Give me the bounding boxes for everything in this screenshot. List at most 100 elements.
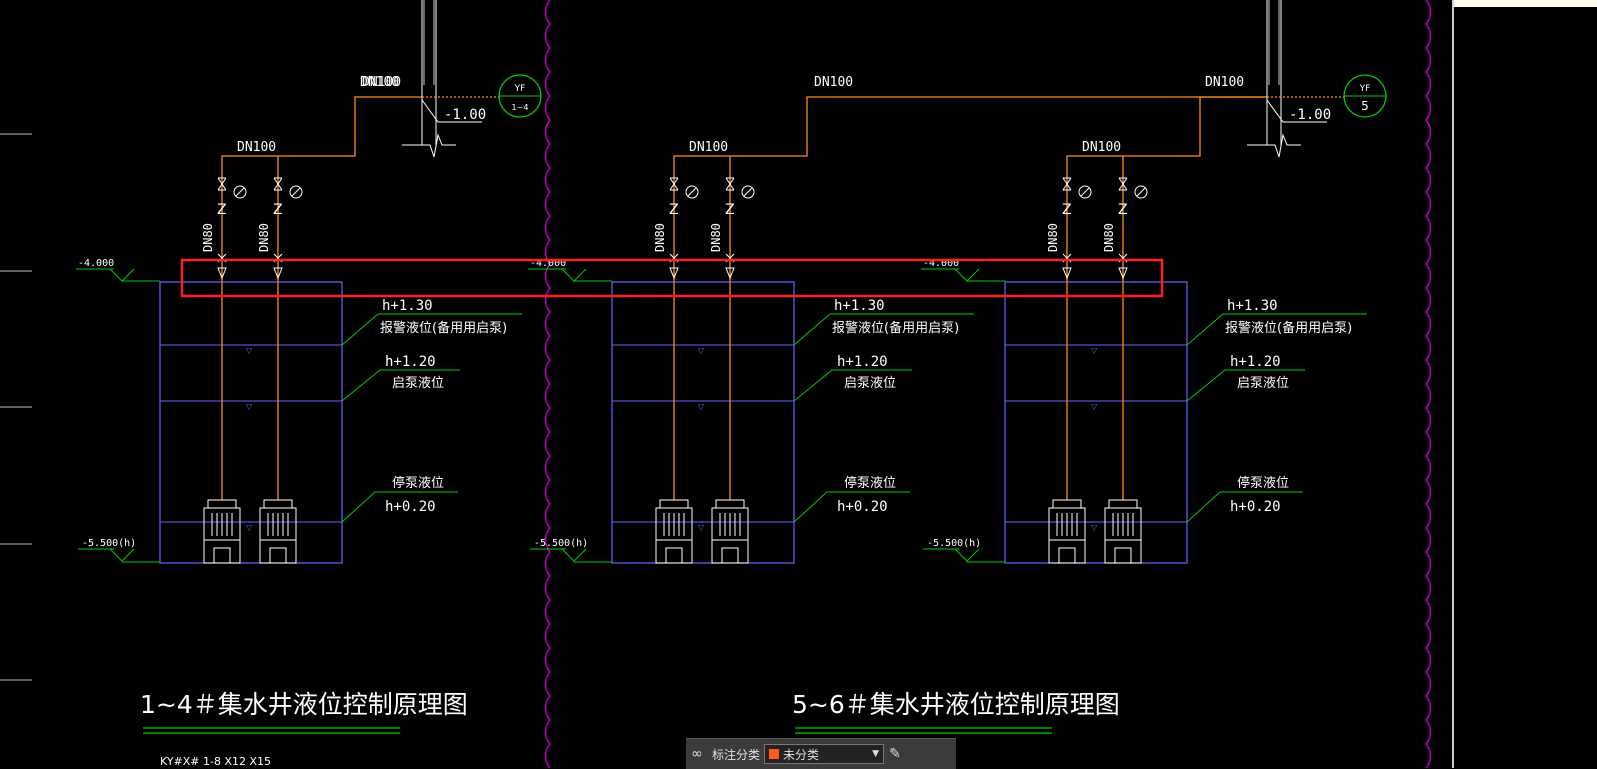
elevation-marker-icon	[561, 548, 587, 562]
edit-icon[interactable]: ✎	[889, 746, 901, 762]
gate-valve-icon	[217, 177, 227, 191]
stop-level-leader	[341, 491, 458, 523]
riser-label-right: DN80	[709, 223, 723, 252]
sump-tank-outline	[1004, 281, 1188, 564]
water-level-mark: ▽	[246, 346, 253, 355]
riser-label-right: DN80	[1102, 223, 1116, 252]
diagram-subtitle-1: KY#X# 1-8 X12 X15	[160, 755, 271, 768]
alarm-level-text: 报警液位(备用用启泵)	[832, 320, 959, 336]
check-valve-icon: Z	[1062, 202, 1072, 218]
highlight-box	[180, 258, 1164, 298]
flexible-joint-icon	[669, 267, 679, 280]
flexible-joint-icon	[273, 267, 283, 280]
gauge-needle	[291, 187, 301, 197]
pressure-gauge-icon	[1134, 185, 1148, 199]
annotation-toolbar: ∞ 标注分类 未分类 ▼ ✎	[686, 738, 956, 769]
stop-level-value: h+0.20	[1230, 499, 1281, 515]
water-level-mark: ▽	[1091, 346, 1098, 355]
water-level-mark: ▽	[698, 402, 705, 411]
water-level-mark: ▽	[246, 523, 253, 532]
gate-valve-icon	[273, 177, 283, 191]
annotation-category-label: 标注分类	[712, 747, 761, 762]
stop-level-text: 停泵液位	[392, 475, 444, 491]
alarm-level-text: 报警液位(备用用启泵)	[380, 320, 507, 336]
diagram-title-1: 1~4＃集水井液位控制原理图	[140, 690, 468, 719]
stop-level-text: 停泵液位	[1237, 475, 1289, 491]
gauge-needle	[1136, 187, 1146, 197]
yf-tag-bottom: 5	[1361, 99, 1369, 113]
elevation-bottom-label: -5.500(h)	[534, 538, 588, 549]
submersible-pump-icon	[655, 499, 693, 564]
start-level-leader	[1186, 369, 1305, 402]
alarm-level-leader	[793, 313, 974, 346]
stop-level-leader	[793, 491, 910, 523]
elevation-bottom-label: -5.500(h)	[82, 538, 136, 549]
water-level-mark: ▽	[1091, 523, 1098, 532]
start-level-leader	[793, 369, 912, 402]
riser-label-left: DN80	[201, 223, 215, 252]
start-level-leader	[341, 369, 460, 402]
sump-tank-outline	[611, 281, 795, 564]
elevation-marker-icon	[954, 548, 980, 562]
annotation-category-select[interactable]: 未分类 ▼	[764, 744, 885, 764]
building-wall	[1247, 0, 1327, 158]
check-valve-icon: Z	[217, 202, 227, 218]
yf-tag-top: YF	[1359, 84, 1371, 94]
yf-tag-top: YF	[514, 84, 526, 94]
gauge-needle	[1080, 187, 1090, 197]
sump-tank-outline	[159, 281, 343, 564]
stop-level-leader	[1186, 491, 1303, 523]
gate-valve-icon	[669, 177, 679, 191]
elevation-top-label: -4.000	[78, 258, 114, 269]
chevron-down-icon: ▼	[872, 749, 880, 759]
submersible-pump-icon	[1048, 499, 1086, 564]
right-side-panel	[1452, 0, 1597, 768]
stop-level-text: 停泵液位	[844, 475, 896, 491]
branch-pipe-label: DN100	[689, 140, 728, 155]
flexible-joint-icon	[725, 267, 735, 280]
gauge-needle	[743, 187, 753, 197]
water-level-mark: ▽	[698, 523, 705, 532]
pressure-gauge-icon	[741, 185, 755, 199]
flexible-joint-icon	[1118, 267, 1128, 280]
alarm-level-value: h+1.30	[1227, 298, 1278, 314]
pressure-gauge-icon	[1078, 185, 1092, 199]
break-line-right	[1425, 0, 1432, 768]
branch-header-pipe	[221, 96, 422, 170]
panel-header-strip	[1454, 0, 1597, 7]
alarm-level-leader	[1186, 313, 1367, 346]
check-valve-icon: Z	[273, 202, 283, 218]
stop-level-value: h+0.20	[385, 499, 436, 515]
link-icon[interactable]: ∞	[691, 746, 703, 762]
branch-header-pipe	[1066, 96, 1267, 170]
alarm-level-text: 报警液位(备用用启泵)	[1225, 320, 1352, 336]
start-level-text: 启泵液位	[392, 376, 444, 391]
start-level-value: h+1.20	[1230, 354, 1281, 370]
water-level-mark: ▽	[698, 346, 705, 355]
branch-pipe-label: DN100	[237, 140, 276, 155]
main-pipe-label: DN100	[362, 75, 401, 90]
flexible-joint-icon	[217, 267, 227, 280]
elevation-marker-icon	[561, 268, 587, 282]
main-pipe-label: DN100	[814, 75, 853, 90]
branch-header-pipe	[673, 96, 1267, 170]
riser-label-left: DN80	[1046, 223, 1060, 252]
submersible-pump-icon	[711, 499, 749, 564]
gate-valve-icon	[1118, 177, 1128, 191]
gate-valve-icon	[1062, 177, 1072, 191]
elevation-marker-icon	[109, 548, 135, 562]
alarm-level-value: h+1.30	[382, 298, 433, 314]
start-level-value: h+1.20	[385, 354, 436, 370]
alarm-level-leader	[341, 313, 522, 346]
start-level-text: 启泵液位	[1237, 376, 1289, 391]
flexible-joint-icon	[1062, 267, 1072, 280]
pressure-gauge-icon	[233, 185, 247, 199]
riser-label-right: DN80	[257, 223, 271, 252]
water-level-mark: ▽	[246, 402, 253, 411]
submersible-pump-icon	[1104, 499, 1142, 564]
elevation-top-label: -4.000	[530, 258, 566, 269]
